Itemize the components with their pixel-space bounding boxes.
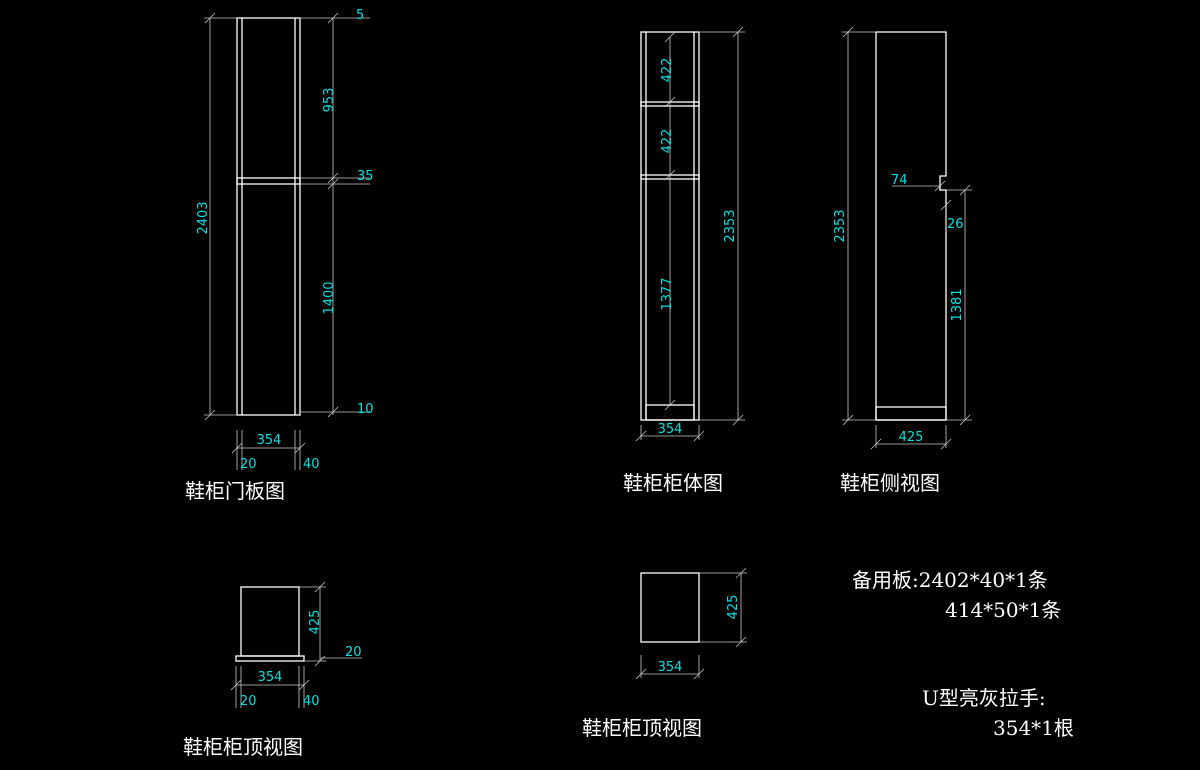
door-top-right-inset-dim: 40 (303, 694, 320, 709)
door-top-caption: 鞋柜柜顶视图 (183, 735, 303, 759)
side-height-dim: 2353 (833, 209, 848, 242)
body-top-caption: 鞋柜柜顶视图 (582, 716, 702, 740)
door-panel-view: 2403 5 953 35 1400 10 354 20 40 鞋柜门板图 (185, 8, 374, 503)
side-depth-dim: 425 (899, 430, 924, 445)
handle-note: U型亮灰拉手: (922, 686, 1046, 710)
body-top-depth-dim: 425 (726, 595, 741, 620)
door-top-left-inset-dim: 20 (240, 694, 257, 709)
side-lower-dim: 1381 (950, 288, 965, 321)
door-bottom-gap-dim: 10 (357, 402, 374, 417)
body-plinth (645, 404, 695, 421)
door-caption: 鞋柜门板图 (185, 479, 285, 503)
door-right-inset-dim: 40 (303, 457, 320, 472)
door-top-outline (240, 586, 300, 657)
door-lower-dim: 1400 (322, 281, 337, 314)
side-notch-height-dim: 26 (947, 217, 964, 232)
side-outline (875, 31, 947, 421)
side-notch-depth-dim: 74 (891, 173, 908, 188)
body-top-width-dim: 354 (658, 660, 683, 675)
side-view: 2353 74 26 1381 425 鞋柜侧视图 (833, 26, 972, 495)
door-top-edge (235, 655, 305, 662)
handle-note-line2: 354*1根 (993, 716, 1074, 740)
body-top-view: 425 354 鞋柜柜顶视图 (582, 567, 747, 740)
door-top-edge-dim: 20 (345, 645, 362, 660)
door-upper-dim: 953 (322, 88, 337, 113)
side-plinth (875, 406, 947, 421)
door-outline (236, 17, 301, 416)
body-caption: 鞋柜柜体图 (623, 471, 723, 495)
door-top-view: 425 20 354 20 40 鞋柜柜顶视图 (183, 581, 362, 759)
body-shelf-top-dim: 422 (660, 58, 675, 83)
body-height-dim: 2353 (723, 209, 738, 242)
door-top-width-dim: 354 (258, 670, 283, 685)
cabinet-body-view: 422 422 1377 2353 354 鞋柜柜体图 (623, 26, 745, 495)
notes: 备用板:2402*40*1条 414*50*1条 U型亮灰拉手: 354*1根 (852, 568, 1074, 740)
body-width-dim: 354 (658, 422, 683, 437)
door-left-inset-dim: 20 (240, 457, 257, 472)
spare-board-note: 备用板:2402*40*1条 (852, 568, 1048, 592)
door-top-gap-dim: 5 (356, 8, 364, 23)
door-mid-rail (236, 177, 301, 185)
body-top-outline (640, 572, 700, 643)
door-top-depth-dim: 425 (308, 610, 323, 635)
body-shelf-low-dim: 1377 (660, 277, 675, 310)
door-rail-dim: 35 (357, 169, 374, 184)
door-width-dim: 354 (257, 433, 282, 448)
body-shelf-mid-dim: 422 (660, 129, 675, 154)
spare-board-note-line2: 414*50*1条 (945, 598, 1061, 622)
door-height-dim: 2403 (196, 201, 211, 234)
side-caption: 鞋柜侧视图 (840, 471, 940, 495)
